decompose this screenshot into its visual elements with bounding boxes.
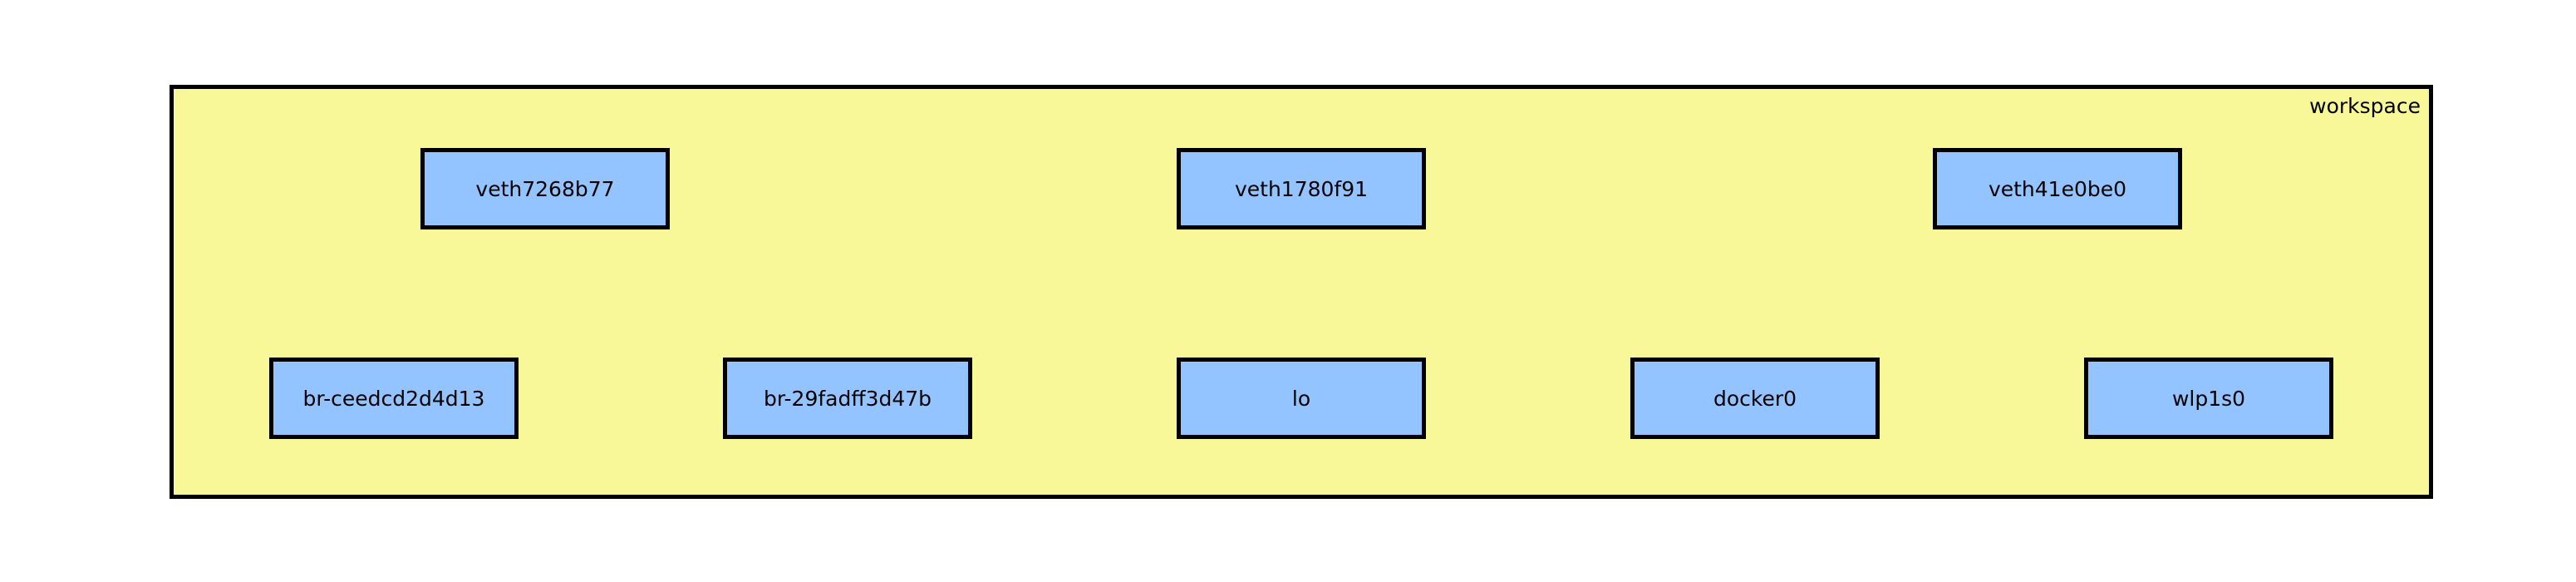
cluster-label: workspace [2309, 94, 2421, 118]
node-wlp1s0: wlp1s0 [2084, 358, 2333, 439]
node-lo: lo [1177, 358, 1426, 439]
node-docker0: docker0 [1630, 358, 1880, 439]
node-br-29fadff3d47b: br-29fadff3d47b [723, 358, 972, 439]
node-veth7268b77: veth7268b77 [420, 148, 670, 229]
node-veth41e0be0: veth41e0be0 [1933, 148, 2182, 229]
node-veth1780f91: veth1780f91 [1177, 148, 1426, 229]
node-br-ceedcd2d4d13: br-ceedcd2d4d13 [269, 358, 519, 439]
